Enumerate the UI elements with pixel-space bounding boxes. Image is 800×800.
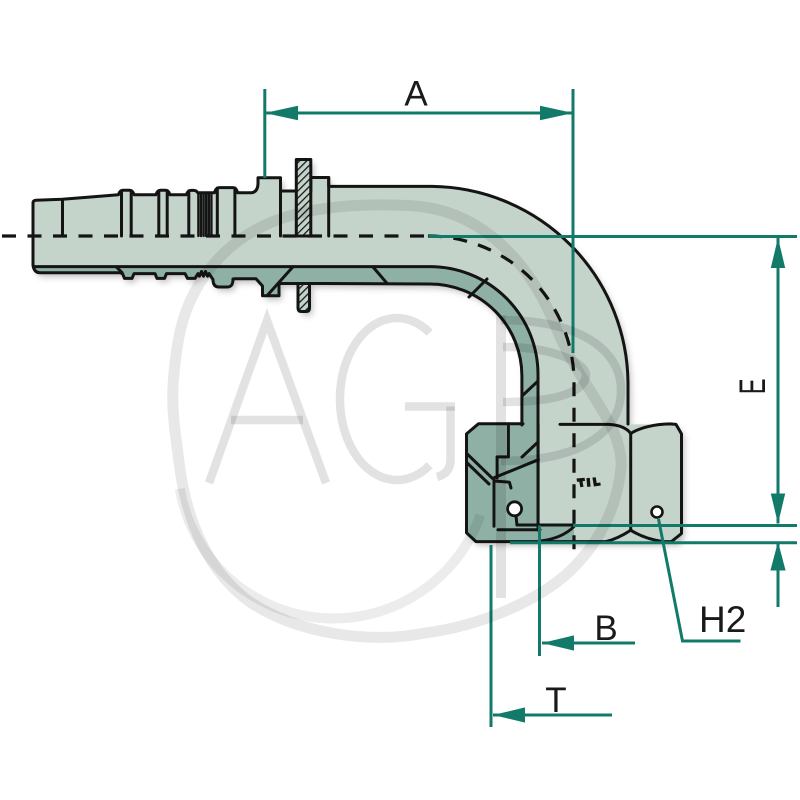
svg-text:B: B xyxy=(594,609,617,648)
svg-text:A: A xyxy=(404,75,428,114)
svg-text:E: E xyxy=(732,378,774,394)
svg-text:T: T xyxy=(545,681,566,720)
svg-text:H2: H2 xyxy=(699,599,746,640)
